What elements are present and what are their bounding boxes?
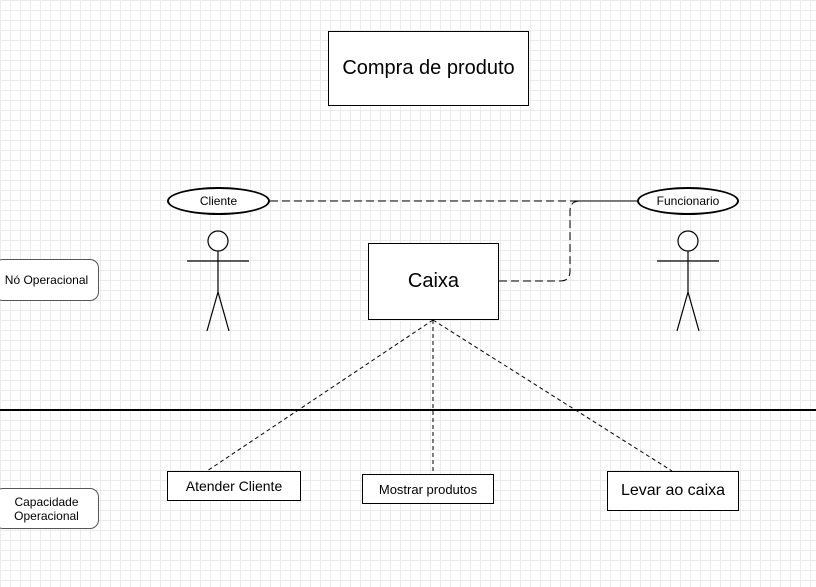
capability-atender-cliente[interactable]: Atender Cliente bbox=[167, 471, 301, 501]
connector-caixa-atender-cliente bbox=[206, 319, 434, 472]
diagram-title-box[interactable]: Compra de produto bbox=[328, 31, 529, 106]
actor-cliente-label[interactable]: Cliente bbox=[167, 187, 270, 215]
actor-cliente-name: Cliente bbox=[199, 194, 238, 208]
lane-label-capacidade-operacional-text: Capacidade Operacional bbox=[14, 494, 79, 523]
capability-mostrar-produtos-label: Mostrar produtos bbox=[378, 481, 478, 497]
caixa-node-label: Caixa bbox=[407, 270, 460, 292]
actor-cliente-figure[interactable] bbox=[187, 230, 249, 332]
actor-funcionario-figure[interactable] bbox=[657, 230, 719, 332]
capability-mostrar-produtos[interactable]: Mostrar produtos bbox=[362, 474, 494, 504]
caixa-node[interactable]: Caixa bbox=[368, 243, 499, 320]
capability-levar-ao-caixa-label: Levar ao caixa bbox=[620, 482, 726, 499]
capability-levar-ao-caixa[interactable]: Levar ao caixa bbox=[607, 471, 739, 511]
lane-label-no-operacional[interactable]: Nó Operacional bbox=[0, 259, 99, 301]
connector-caixa-funcionario bbox=[499, 200, 581, 282]
lane-label-no-operacional-text: Nó Operacional bbox=[4, 273, 89, 287]
connector-caixa-levar-ao-caixa bbox=[432, 319, 673, 472]
lane-label-capacidade-operacional[interactable]: Capacidade Operacional bbox=[0, 488, 99, 529]
capability-atender-cliente-label: Atender Cliente bbox=[185, 478, 283, 494]
actor-funcionario-label[interactable]: Funcionario bbox=[637, 187, 739, 215]
diagram-title: Compra de produto bbox=[342, 57, 515, 79]
actor-funcionario-name: Funcionario bbox=[656, 194, 720, 208]
